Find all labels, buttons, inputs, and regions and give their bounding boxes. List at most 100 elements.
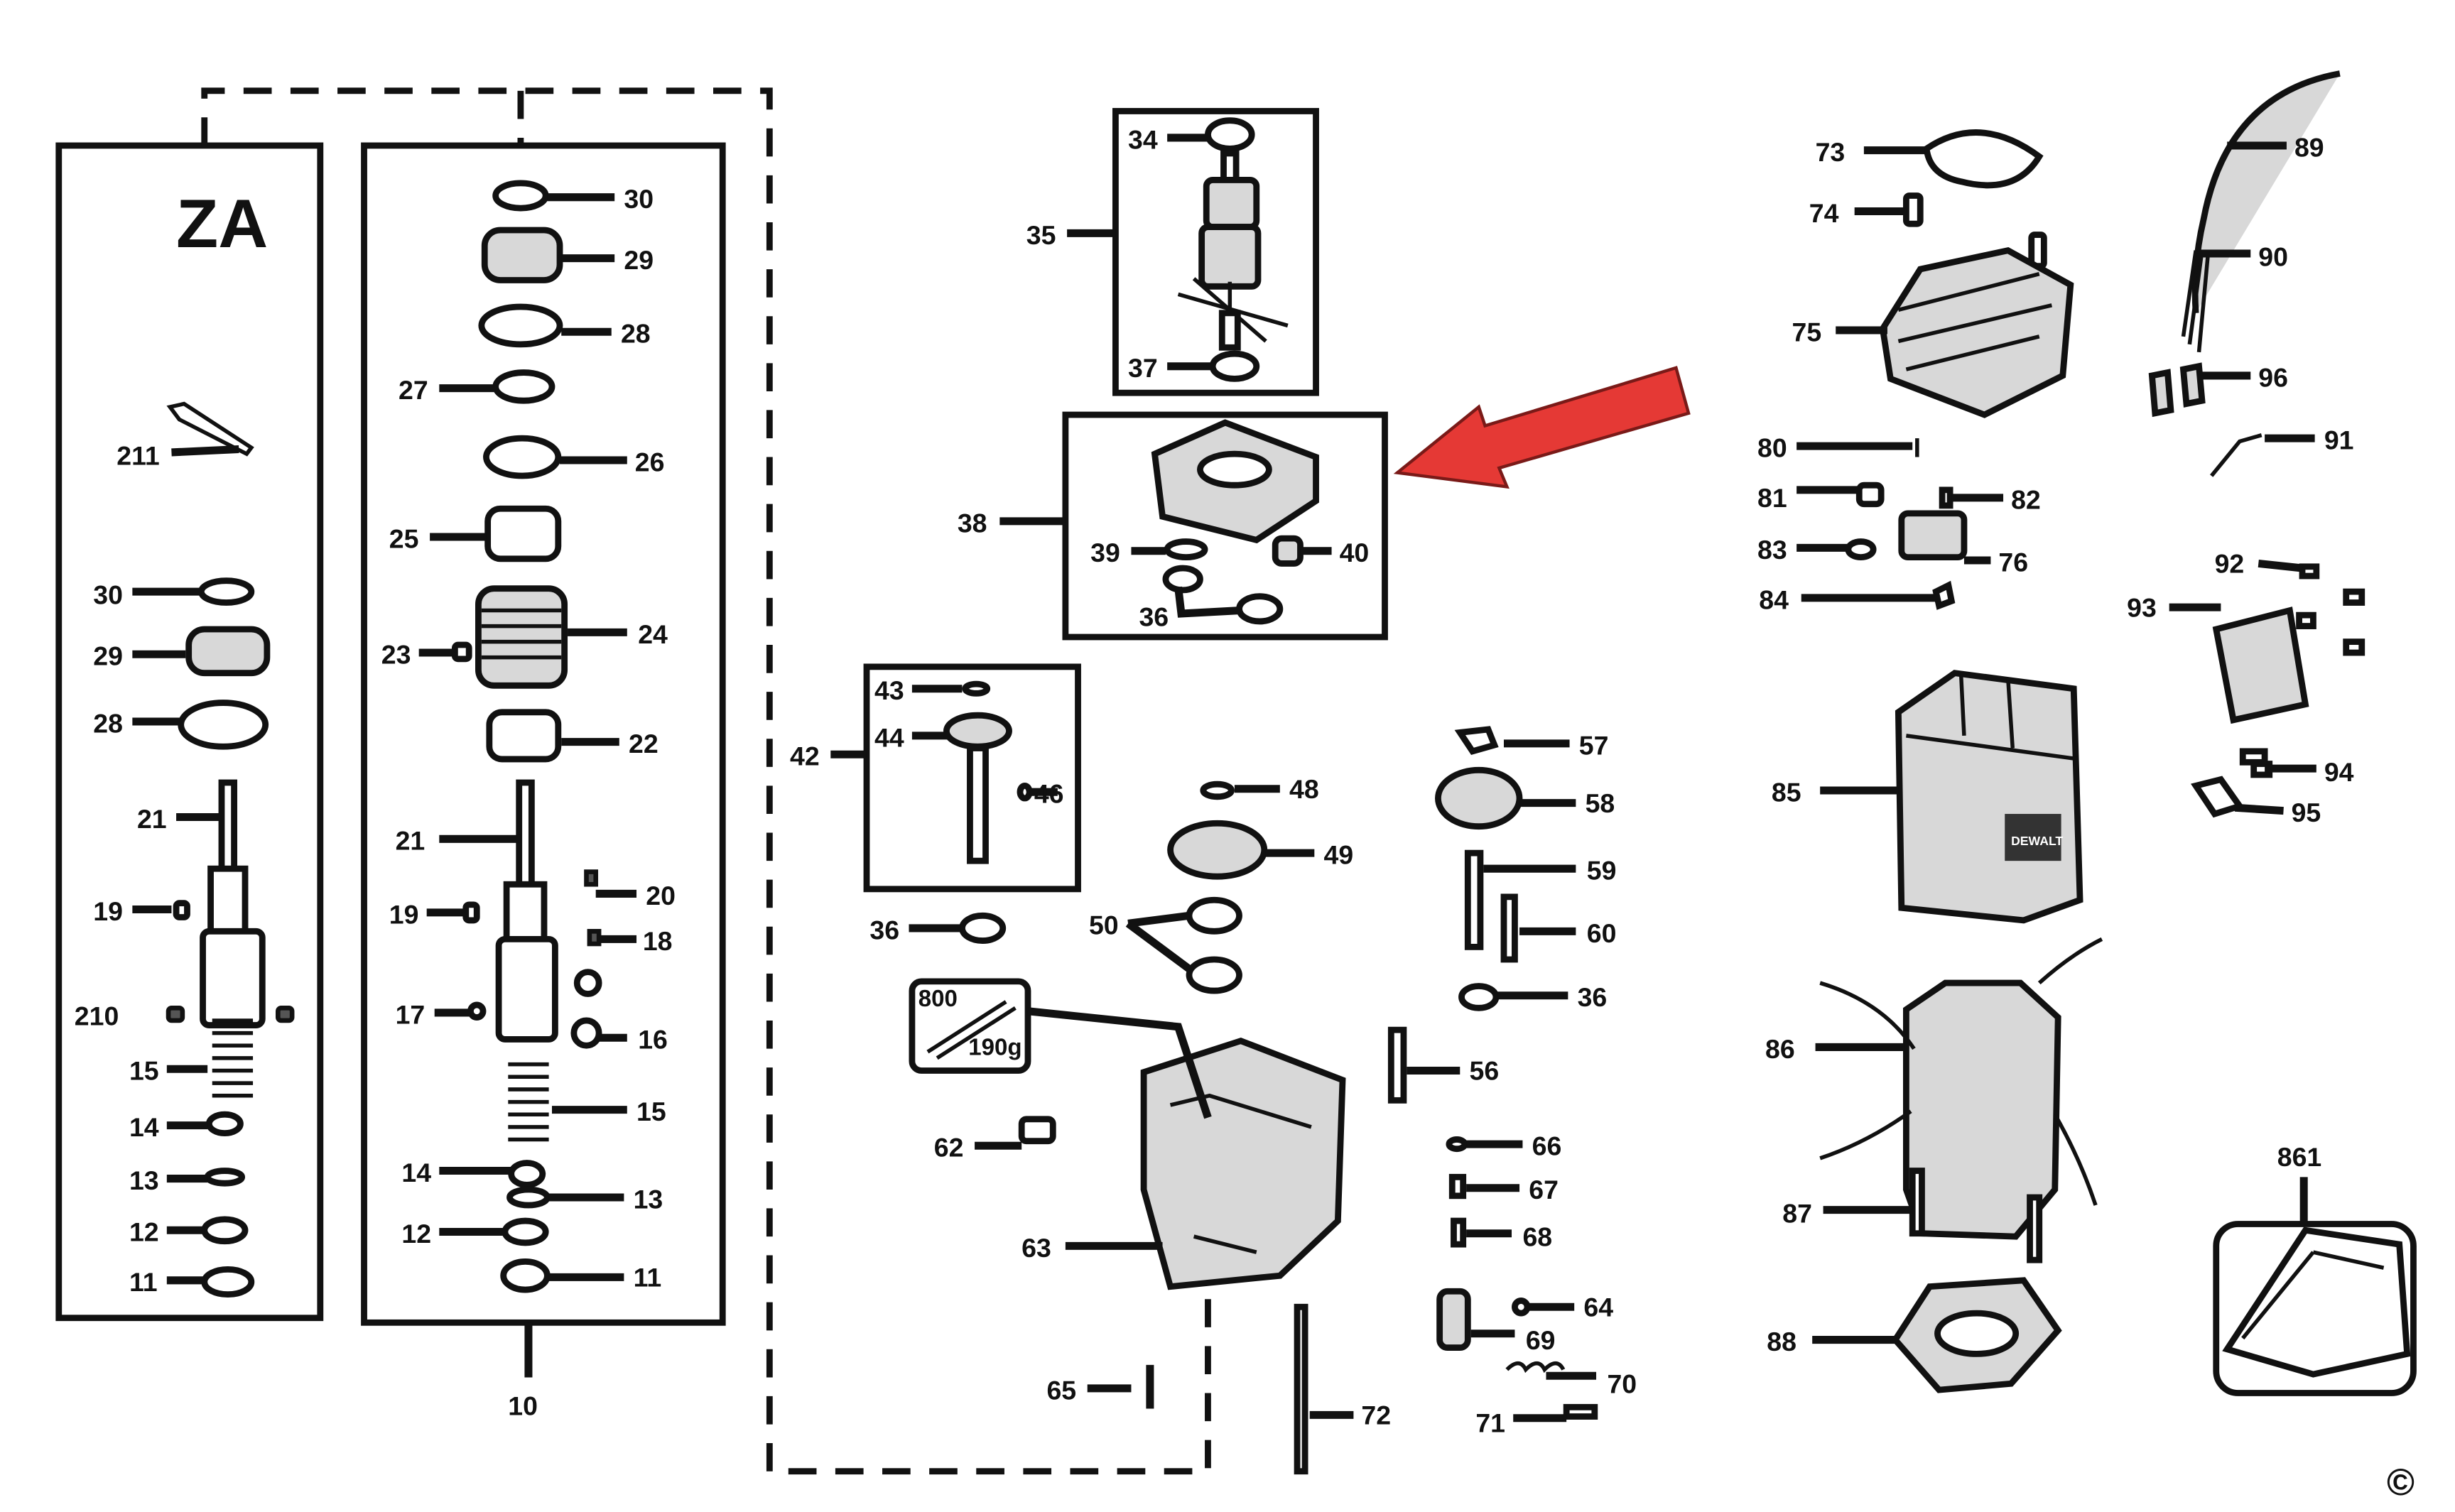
leader-lines [132, 134, 2316, 1423]
callout-16: 16 [638, 1025, 668, 1055]
callout-17: 17 [396, 999, 426, 1029]
callout-36-c: 36 [1578, 982, 1608, 1012]
callout-29: 29 [624, 245, 654, 275]
callout-88: 88 [1767, 1327, 1796, 1356]
za-column-parts [166, 401, 295, 1298]
callout-95: 95 [2292, 798, 2321, 827]
callout-24: 24 [638, 619, 668, 649]
callout-36-b: 36 [869, 915, 899, 945]
callout-28: 28 [621, 319, 651, 349]
callout-94: 94 [2324, 757, 2354, 787]
gearbox-parts [959, 781, 1346, 1475]
callout-57: 57 [1579, 730, 1609, 760]
callout-66: 66 [1532, 1131, 1562, 1161]
callout-84: 84 [1759, 584, 1789, 614]
callout-46: 46 [1034, 779, 1064, 809]
callout-92: 92 [2215, 549, 2245, 579]
callout-69: 69 [1526, 1325, 1556, 1355]
field-coil [1819, 937, 2103, 1263]
callout-25: 25 [389, 523, 419, 553]
callout-90: 90 [2258, 242, 2288, 272]
callout-73: 73 [1816, 137, 1846, 167]
callout-30: 30 [624, 184, 654, 214]
callout-74: 74 [1809, 198, 1839, 228]
callout-za-28: 28 [93, 708, 123, 738]
callout-20: 20 [646, 881, 676, 910]
callout-za-13: 13 [129, 1165, 159, 1195]
callout-60: 60 [1587, 918, 1617, 948]
callout-numbers: 30 29 28 21 19 15 14 13 12 11 211 210 30… [75, 124, 2354, 1437]
callout-71: 71 [1475, 1408, 1505, 1438]
callout-26: 26 [635, 447, 665, 477]
callout-50: 50 [1089, 910, 1119, 940]
callout-96: 96 [2258, 362, 2288, 392]
callout-87: 87 [1782, 1198, 1812, 1228]
callout-65: 65 [1046, 1375, 1076, 1405]
grease-label-bottom: 190g [968, 1034, 1021, 1060]
callout-14: 14 [401, 1158, 431, 1187]
callout-80: 80 [1757, 433, 1787, 463]
carry-case [2222, 1227, 2411, 1378]
callout-68: 68 [1522, 1222, 1552, 1251]
callout-75: 75 [1792, 317, 1822, 347]
callout-211: 211 [116, 441, 159, 471]
callout-861: 861 [2277, 1142, 2322, 1172]
callout-210: 210 [75, 1001, 119, 1031]
armature-parts [1177, 117, 1289, 382]
callout-13: 13 [634, 1184, 663, 1214]
callout-22: 22 [629, 729, 659, 758]
callout-62: 62 [934, 1133, 964, 1163]
callout-10: 10 [508, 1391, 538, 1420]
callout-39: 39 [1090, 538, 1120, 567]
callout-27: 27 [399, 375, 428, 405]
callout-za-14: 14 [129, 1112, 159, 1142]
callout-85: 85 [1772, 777, 1801, 807]
motor-housing: DEWALT [1895, 670, 2083, 924]
callout-91: 91 [2324, 425, 2354, 455]
callout-19: 19 [389, 899, 419, 929]
callout-za-11: 11 [129, 1267, 158, 1297]
callout-40: 40 [1340, 538, 1370, 567]
housing-top-parts [1845, 129, 2074, 610]
spindle-column-parts [451, 180, 602, 1293]
callout-70: 70 [1607, 1369, 1637, 1399]
callout-37: 37 [1128, 353, 1158, 383]
callout-64: 64 [1583, 1293, 1613, 1322]
callout-83: 83 [1757, 535, 1787, 565]
callout-12: 12 [401, 1219, 431, 1249]
callout-67: 67 [1529, 1175, 1559, 1204]
callout-63: 63 [1021, 1233, 1051, 1263]
grease-label-top: 800 [918, 986, 958, 1012]
callout-21: 21 [396, 826, 426, 856]
shaft-lever-parts [1387, 726, 1598, 1420]
bearing-plate-parts [1151, 419, 1319, 625]
callout-za-19: 19 [93, 896, 123, 926]
callout-23: 23 [381, 639, 411, 669]
callout-34: 34 [1128, 124, 1158, 154]
callout-18: 18 [643, 926, 673, 956]
callout-72: 72 [1361, 1400, 1391, 1430]
callout-38: 38 [958, 508, 987, 538]
callout-93: 93 [2127, 592, 2157, 622]
group-label-za: ZA [176, 185, 268, 262]
highlight-arrow-icon [1393, 366, 1691, 489]
callout-za-15: 15 [129, 1056, 159, 1086]
callout-42: 42 [790, 741, 820, 771]
gear-assembly-parts [943, 680, 1033, 864]
callout-za-12: 12 [129, 1217, 159, 1247]
callout-za-29: 29 [93, 641, 123, 671]
callout-11: 11 [634, 1263, 662, 1293]
callout-43: 43 [874, 675, 904, 705]
callout-89: 89 [2294, 132, 2324, 162]
callout-86: 86 [1765, 1034, 1795, 1064]
callout-35: 35 [1026, 220, 1056, 250]
callout-81: 81 [1757, 483, 1787, 513]
callout-49: 49 [1324, 840, 1354, 870]
callout-48: 48 [1289, 774, 1319, 804]
callout-59: 59 [1587, 856, 1617, 886]
copyright-symbol: © [2387, 1462, 2415, 1503]
callout-15: 15 [636, 1097, 666, 1126]
callout-za-30: 30 [93, 580, 123, 610]
callout-za-21: 21 [137, 804, 167, 834]
